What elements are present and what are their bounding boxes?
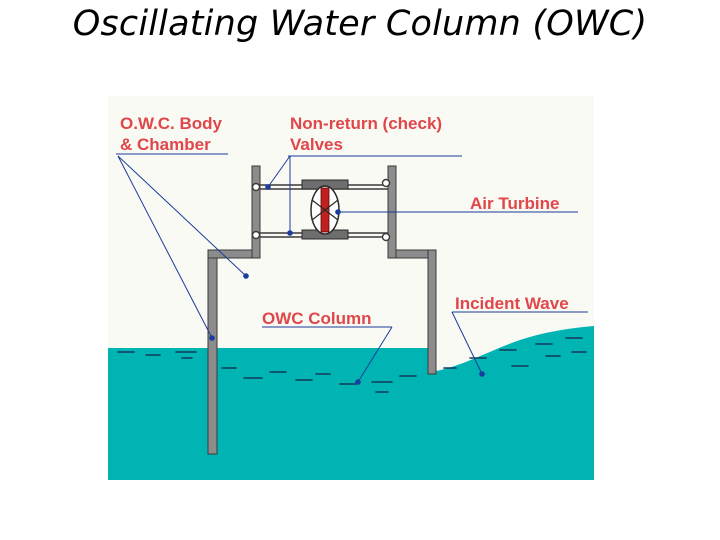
label-owc-body-line1: O.W.C. Body (120, 114, 223, 133)
label-check-valves-line2: Valves (290, 135, 343, 154)
label-owc-body-line2: & Chamber (120, 135, 211, 154)
label-incident-wave: Incident Wave (455, 294, 569, 313)
air-turbine (289, 179, 349, 240)
page-title: Oscillating Water Column (OWC) (72, 4, 648, 44)
water-surface-marks (117, 337, 587, 393)
label-owc-column: OWC Column (262, 309, 372, 328)
leader-lines (116, 153, 588, 383)
leader-dots (209, 184, 485, 385)
label-check-valves-line1: Non-return (check) (290, 114, 442, 133)
water-body (108, 326, 594, 480)
label-air-turbine: Air Turbine (470, 194, 559, 213)
